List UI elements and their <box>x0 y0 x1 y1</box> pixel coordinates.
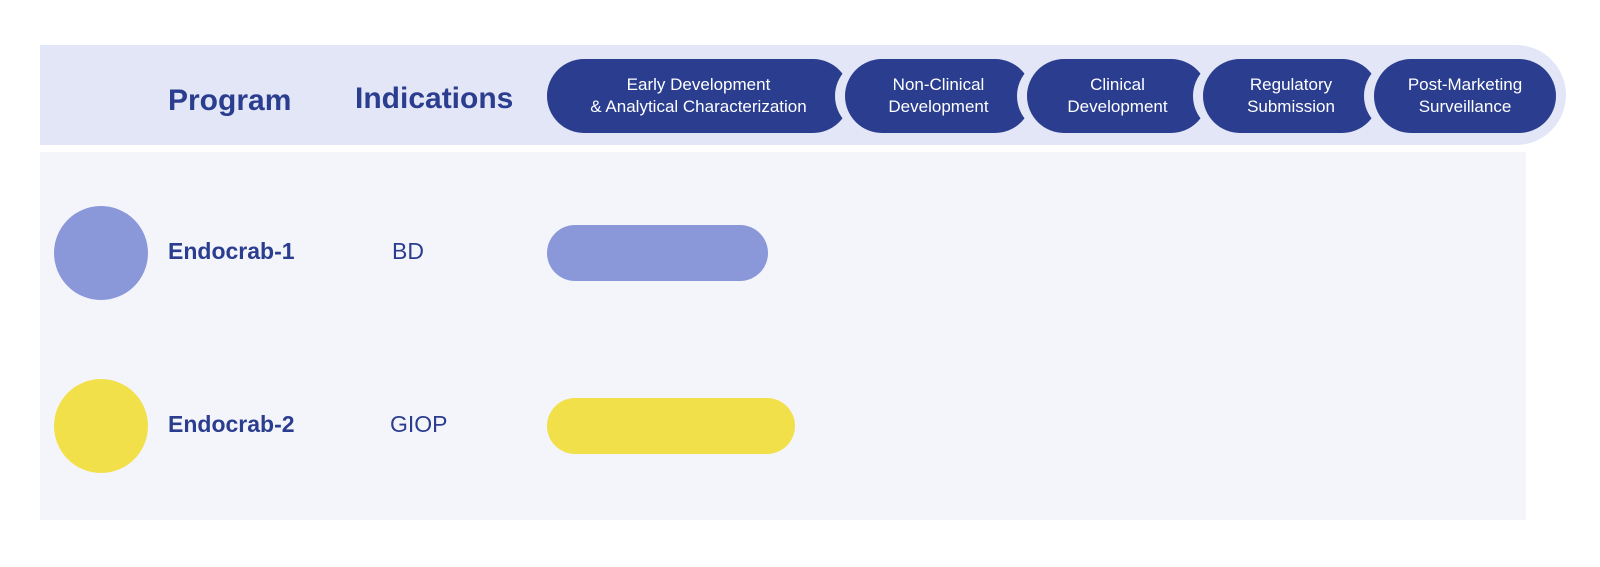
stage-post-marketing-surveillance: Post-Marketing Surveillance <box>1374 59 1556 133</box>
program-indication: GIOP <box>390 411 448 437</box>
stage-label: Regulatory Submission <box>1247 75 1335 116</box>
program-color-dot <box>54 379 148 473</box>
program-progress-bar <box>547 398 795 454</box>
stage-label: Post-Marketing Surveillance <box>1407 75 1523 116</box>
stage-non-clinical-development: Non-Clinical Development <box>845 59 1032 133</box>
stage-label: Early Development & Analytical Character… <box>590 75 807 116</box>
program-indication: BD <box>392 238 424 264</box>
pipeline-table-body <box>40 152 1526 520</box>
program-progress-bar <box>547 225 768 281</box>
stage-clinical-development: Clinical Development <box>1027 59 1208 133</box>
program-name: Endocrab-2 <box>168 411 295 437</box>
stage-label: Clinical Development <box>1067 75 1168 116</box>
indications-column-header: Indications <box>355 82 514 115</box>
stage-regulatory-submission: Regulatory Submission <box>1203 59 1379 133</box>
stage-early-development: Early Development & Analytical Character… <box>547 59 850 133</box>
program-name: Endocrab-1 <box>168 238 295 264</box>
program-color-dot <box>54 206 148 300</box>
program-column-header: Program <box>168 84 292 117</box>
stage-label: Non-Clinical Development <box>888 75 989 116</box>
